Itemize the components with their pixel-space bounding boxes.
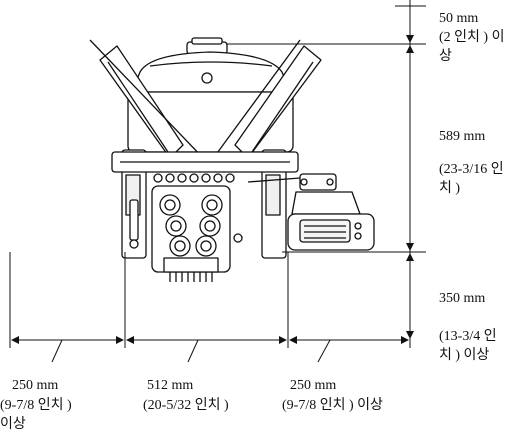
- bottom-clearance-suffix: 치 ) 이상: [439, 348, 490, 363]
- dimension-lines: [9, 0, 426, 363]
- machine-height-suffix: 치 ): [439, 181, 461, 196]
- left-clearance-suffix: 이상: [0, 417, 26, 432]
- top-clearance-inch: (2 인치 ) 이: [439, 30, 505, 45]
- top-clearance-suffix: 상: [439, 49, 452, 64]
- bottom-clearance-value: 350 mm: [439, 291, 486, 306]
- bottom-clearance-inch: (13-3/4 인: [439, 329, 497, 344]
- right-clearance-inch: (9-7/8 인치 ) 이상: [282, 398, 383, 413]
- machine-width-inch: (20-5/32 인치 ): [143, 398, 229, 413]
- left-clearance-value: 250 mm: [12, 378, 59, 393]
- machine-height-value: 589 mm: [439, 129, 486, 144]
- top-clearance-value: 50 mm: [439, 11, 479, 26]
- embroidery-machine-drawing: [89, 37, 375, 282]
- machine-width-value: 512 mm: [147, 378, 194, 393]
- machine-height-inch: (23-3/16 인: [439, 162, 504, 177]
- left-clearance-inch: (9-7/8 인치 ): [0, 398, 72, 413]
- right-clearance-value: 250 mm: [290, 378, 337, 393]
